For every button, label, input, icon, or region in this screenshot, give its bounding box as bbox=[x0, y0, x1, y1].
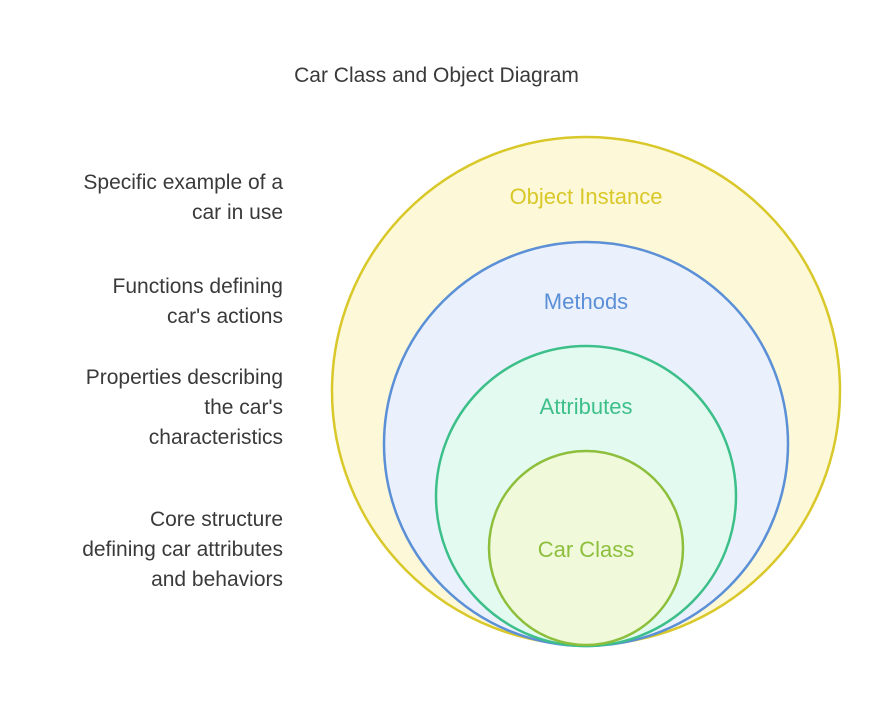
label-car-class: Car Class bbox=[538, 537, 635, 562]
description-object-instance: Specific example of a car in use bbox=[83, 171, 283, 224]
label-attributes: Attributes bbox=[540, 394, 633, 419]
description-attributes: Properties describing the car's characte… bbox=[85, 366, 283, 449]
circle-car-class bbox=[487, 449, 685, 647]
label-object-instance: Object Instance bbox=[510, 184, 663, 209]
diagram-title: Car Class and Object Diagram bbox=[294, 64, 579, 87]
description-car-class: Core structure defining car attributes a… bbox=[82, 508, 283, 591]
description-methods: Functions defining car's actions bbox=[112, 275, 283, 328]
label-methods: Methods bbox=[544, 289, 628, 314]
